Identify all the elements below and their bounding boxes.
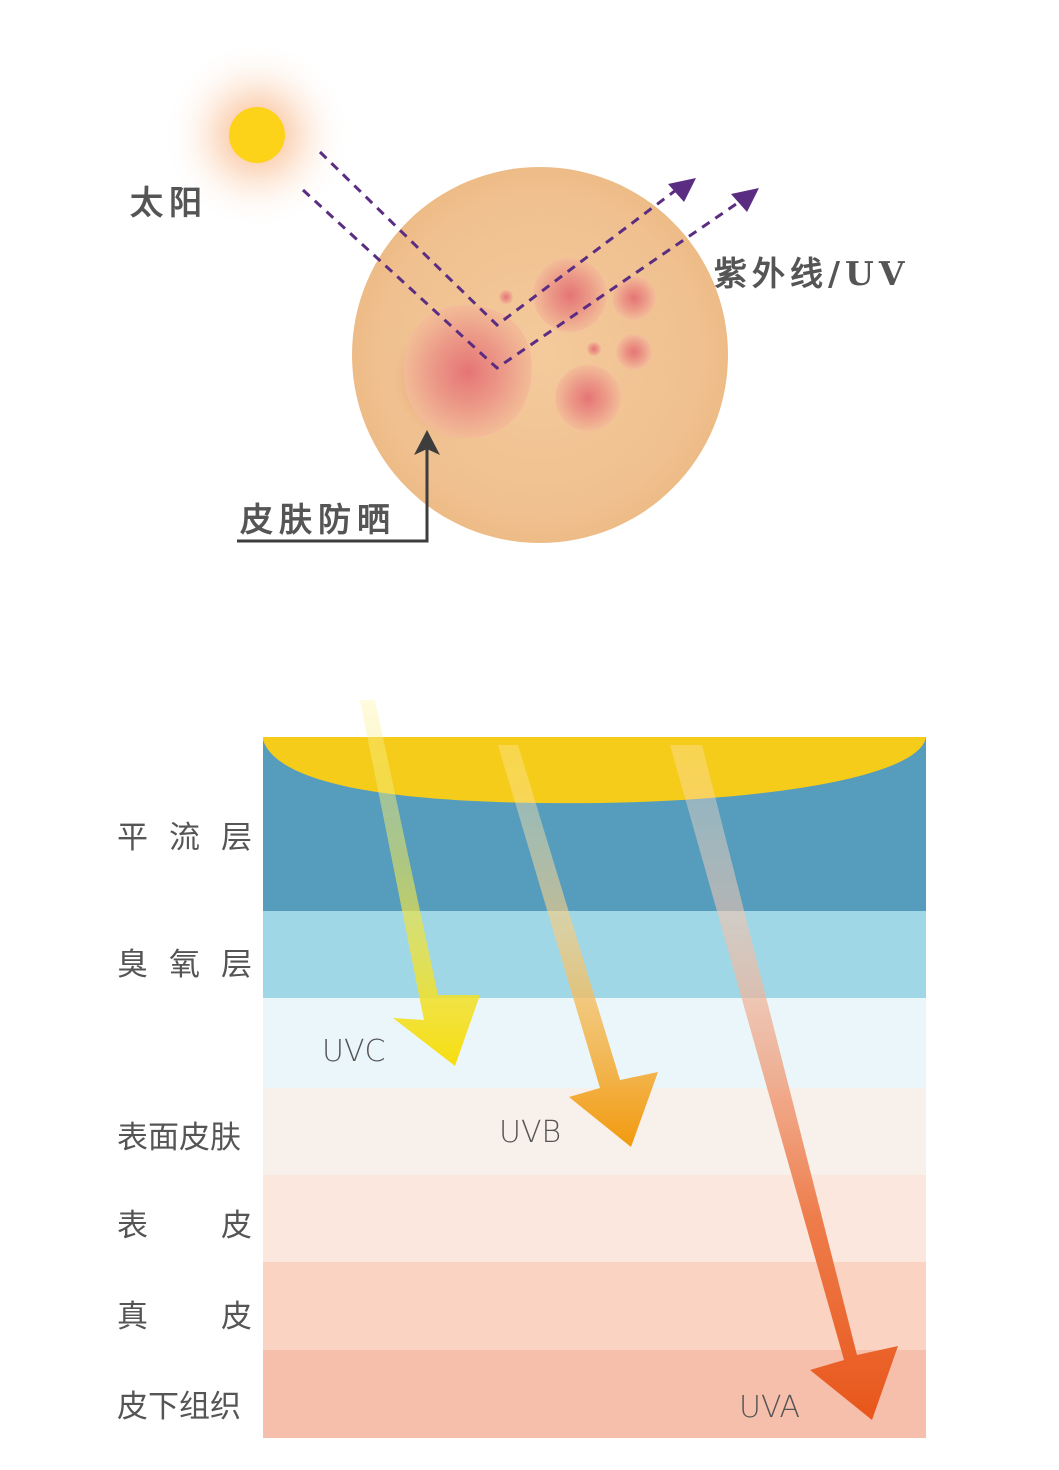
atmosphere-skin-layers (263, 737, 926, 1438)
uv-rays (301, 150, 743, 370)
layer-label-subcutaneous: 皮下组织 (117, 1389, 241, 1425)
uvb-arrow-icon (478, 745, 658, 1147)
layer-dermis (263, 1262, 926, 1351)
layer-ozone (263, 911, 926, 999)
uva-arrow-icon (660, 745, 898, 1420)
uv-label: 紫外线/UV (714, 254, 910, 293)
uva-label: UVA (739, 1390, 801, 1425)
layer-label-epidermis: 表 皮 (117, 1208, 252, 1244)
sun-icon (162, 40, 352, 230)
uv-arrowhead-icon (668, 178, 759, 212)
pointer-arrow-icon (237, 430, 440, 543)
sun-label: 太阳 (130, 183, 208, 222)
layer-subcutaneous (263, 1350, 926, 1438)
layer-label-dermis: 真 皮 (117, 1299, 252, 1335)
skin-circle (352, 167, 728, 543)
skin-protection-label: 皮肤防晒 (240, 500, 396, 539)
uvc-label: UVC (322, 1034, 386, 1069)
layer-label-stratosphere: 平 流 层 (117, 820, 252, 856)
layer-label-surface-skin: 表面皮肤 (117, 1120, 241, 1156)
uvb-label: UVB (499, 1115, 562, 1150)
sun-band (263, 737, 926, 804)
uvc-arrow-icon (333, 700, 480, 1066)
layer-label-ozone: 臭 氧 层 (117, 947, 252, 983)
